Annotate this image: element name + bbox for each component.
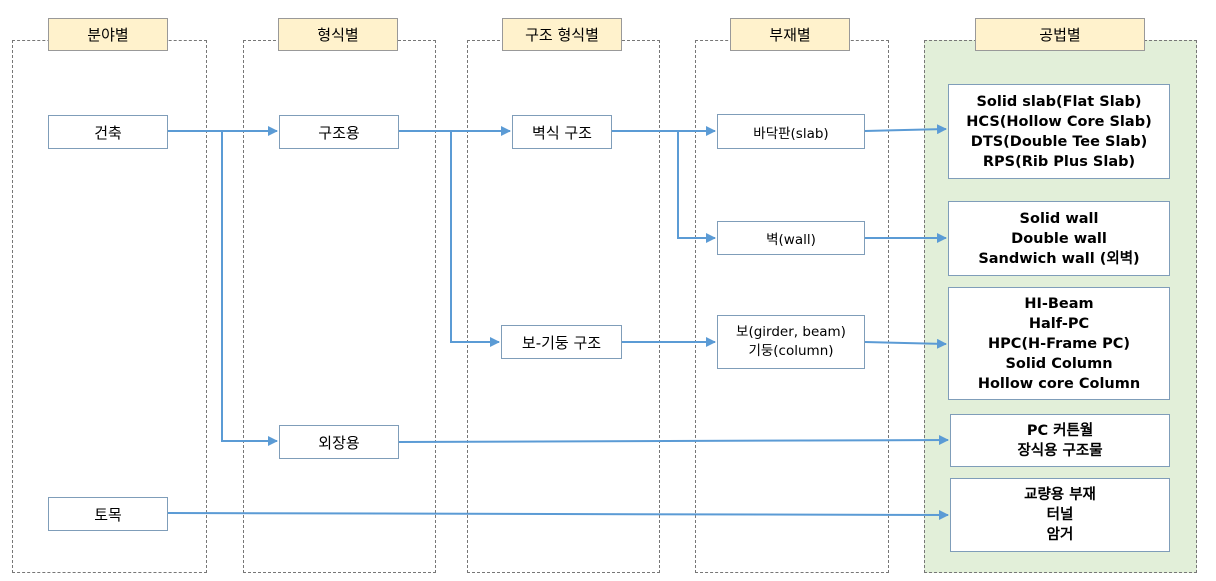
method-item: 암거: [1046, 527, 1074, 543]
header-form: 형식별: [278, 18, 398, 51]
methods-exterior: PC 커튼월 장식용 구조물: [950, 414, 1170, 467]
node-architecture: 건축: [48, 115, 168, 149]
header-member: 부재별: [730, 18, 850, 51]
method-item: HPC(H-Frame PC): [988, 335, 1130, 352]
method-item: HI-Beam: [1024, 295, 1094, 312]
arrow-slab-methods: [864, 124, 947, 135]
method-item: PC 커튼월: [1026, 422, 1094, 439]
node-wall-structure: 벽식 구조: [512, 115, 612, 149]
node-civil: 토목: [48, 497, 168, 531]
node-exterior-use: 외장용: [279, 425, 399, 459]
method-item: Solid wall: [1019, 210, 1099, 227]
node-beam-column-structure: 보-기둥 구조: [501, 325, 622, 359]
arrow-wallstructure-wall: [677, 131, 716, 243]
method-item: Hollow core Column: [977, 375, 1141, 392]
method-item: 장식용 구조물: [1017, 442, 1103, 459]
method-item: Double wall: [1011, 230, 1107, 247]
arrow-structural-beamcolumn: [450, 131, 500, 347]
header-structure: 구조 형식별: [502, 18, 622, 51]
arrow-civil-methods: [167, 509, 949, 520]
header-method: 공법별: [975, 18, 1145, 51]
method-item: DTS(Double Tee Slab): [970, 133, 1148, 150]
node-column-line: 기둥(column): [748, 343, 834, 359]
method-item: Sandwich wall (외벽): [978, 250, 1140, 267]
method-item: RPS(Rib Plus Slab): [982, 153, 1136, 170]
node-beam-line: 보(girder, beam): [736, 324, 846, 340]
node-wall: 벽(wall): [717, 221, 865, 255]
node-structural-use: 구조용: [279, 115, 399, 149]
node-beam-column: 보(girder, beam) 기둥(column): [717, 315, 865, 369]
methods-slab: Solid slab(Flat Slab) HCS(Hollow Core Sl…: [948, 84, 1170, 179]
header-field: 분야별: [48, 18, 168, 51]
method-item: Half-PC: [1028, 315, 1090, 332]
node-slab: 바닥판(slab): [717, 114, 865, 149]
method-item: HCS(Hollow Core Slab): [966, 113, 1152, 130]
arrow-architecture-exterior: [221, 131, 278, 446]
methods-wall: Solid wall Double wall Sandwich wall (외벽…: [948, 201, 1170, 276]
methods-beam-column: HI-Beam Half-PC HPC(H-Frame PC) Solid Co…: [948, 287, 1170, 400]
methods-civil: 교량용 부재 터널 암거: [950, 478, 1170, 552]
arrow-member-methods: [864, 338, 947, 349]
method-item: Solid Column: [1005, 355, 1113, 372]
arrow-exterior-methods: [398, 435, 949, 446]
method-item: 터널: [1046, 507, 1074, 523]
method-item: Solid slab(Flat Slab): [976, 93, 1142, 110]
method-item: 교량용 부재: [1024, 487, 1096, 503]
